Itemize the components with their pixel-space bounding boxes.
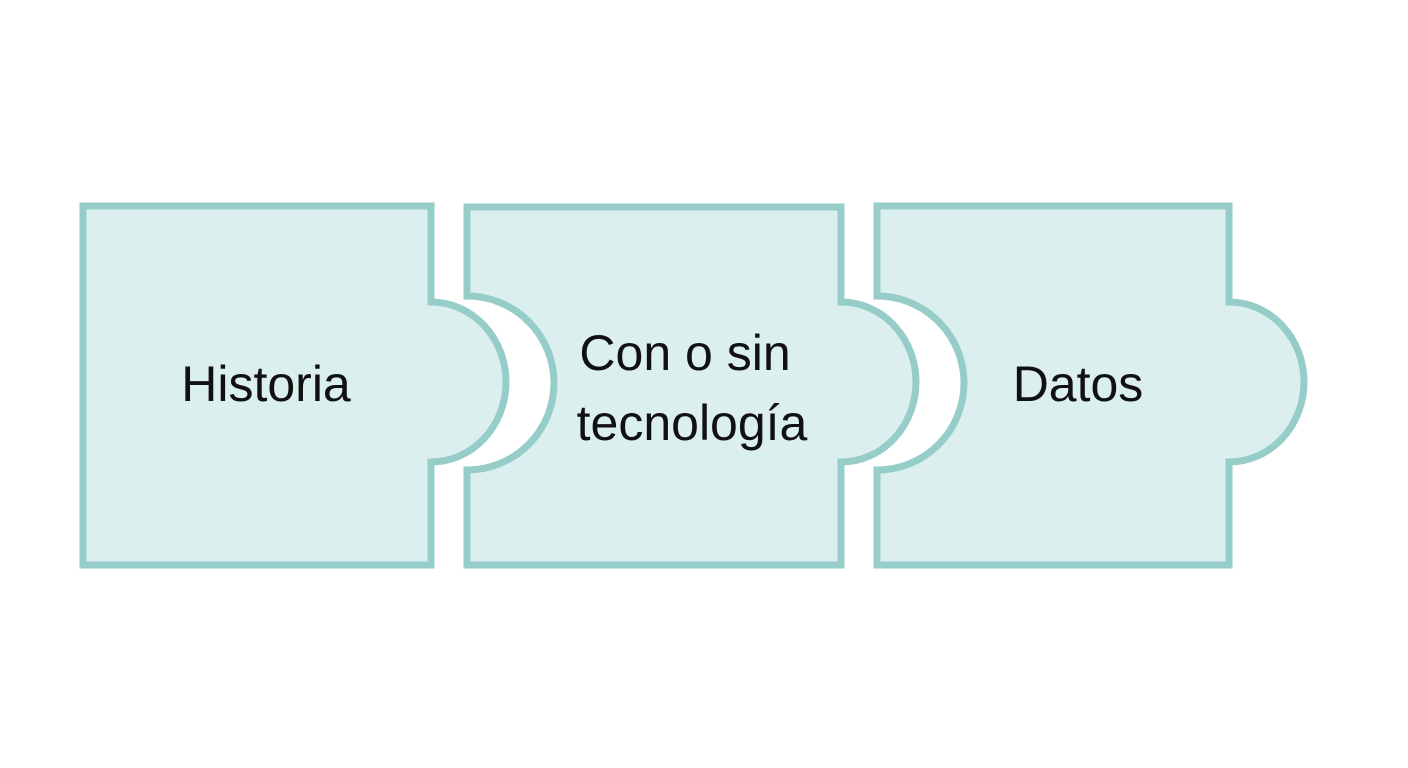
puzzle-piece-1-label: Historia bbox=[181, 356, 351, 412]
puzzle-piece-3: Datos bbox=[873, 202, 1308, 569]
puzzle-piece-1-shape bbox=[79, 202, 510, 569]
puzzle-piece-2: Con o sin tecnología bbox=[463, 203, 920, 569]
puzzle-piece-2-label: Con o sin tecnología bbox=[577, 325, 808, 451]
puzzle-piece-2-line-1: Con o sin bbox=[579, 325, 790, 381]
puzzle-piece-3-line-1: Datos bbox=[1013, 356, 1144, 412]
puzzle-piece-2-shape bbox=[463, 203, 920, 569]
puzzle-piece-3-label: Datos bbox=[1013, 356, 1144, 412]
puzzle-piece-2-line-2: tecnología bbox=[577, 395, 808, 451]
puzzle-piece-3-shape bbox=[873, 202, 1308, 569]
puzzle-piece-1: Historia bbox=[79, 202, 510, 569]
puzzle-piece-1-line-1: Historia bbox=[181, 356, 351, 412]
